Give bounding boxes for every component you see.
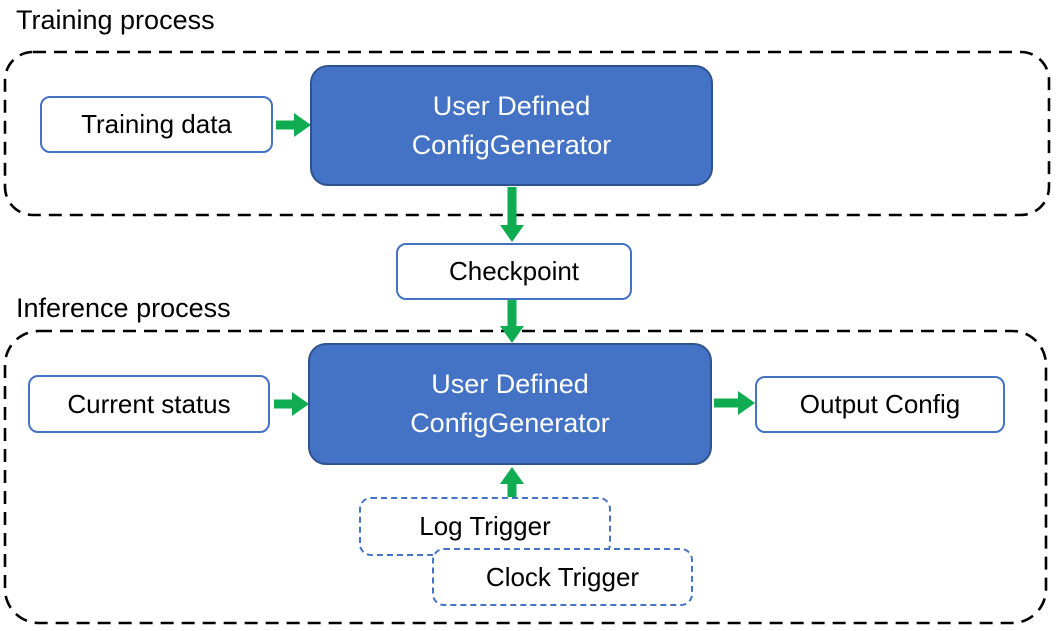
current-status-label: Current status [67,388,231,419]
current-status-box: Current status [28,375,270,433]
clock-trigger-label: Clock Trigger [485,561,640,592]
output-config-label: Output Config [799,389,961,419]
training-generator-line1: User Defined [432,90,591,121]
clock-trigger-box: Clock Trigger [432,548,693,606]
training-generator-box: User Defined ConfigGenerator [310,65,713,186]
training-generator-line2: ConfigGenerator [411,129,612,160]
output-config-box: Output Config [755,376,1005,433]
inference-container-outline [3,329,1048,625]
log-trigger-label: Log Trigger [419,511,551,541]
inference-generator-box: User Defined ConfigGenerator [308,343,712,465]
arrow-generator-to-checkpoint [500,187,524,242]
arrow-training-data-to-generator [276,113,311,137]
arrow-checkpoint-to-generator [500,300,524,343]
inference-generator-line2: ConfigGenerator [410,408,610,438]
training-data-label: Training data [81,109,232,139]
checkpoint-box: Checkpoint [396,243,632,300]
arrow-current-status-to-generator [274,392,309,416]
training-process-label: Training process [16,5,215,35]
inference-generator-line1: User Defined [431,369,589,399]
checkpoint-label: Checkpoint [448,256,580,286]
training-data-box: Training data [40,96,273,153]
arrow-triggers-to-generator [500,467,524,497]
inference-process-label: Inference process [16,293,231,323]
training-container-outline [3,50,1051,217]
arrow-generator-to-output-config [714,391,755,415]
